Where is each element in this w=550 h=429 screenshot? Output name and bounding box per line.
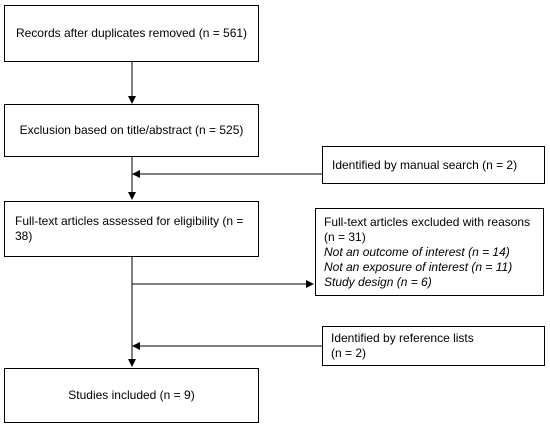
full-text-label: Full-text articles assessed for eligibil… [15, 214, 244, 243]
excluded-reason-exposure: Not an exposure of interest (n = 11) [324, 260, 513, 274]
exclusion-label: Exclusion based on title/abstract (n = 5… [19, 123, 244, 137]
reference-lists-line2: (n = 2) [331, 346, 367, 360]
included-label: Studies included (n = 9) [68, 388, 195, 402]
exclusion-box: Exclusion based on title/abstract (n = 5… [4, 104, 259, 157]
excluded-count: (n = 31) [324, 230, 366, 244]
excluded-box: Full-text articles excluded with reasons… [315, 208, 544, 296]
reference-lists-box: Identified by reference lists (n = 2) [322, 326, 545, 366]
included-box: Studies included (n = 9) [4, 368, 259, 423]
excluded-heading: Full-text articles excluded with reasons [324, 215, 531, 229]
excluded-reason-study-design: Study design (n = 6) [324, 275, 432, 289]
reference-lists-line1: Identified by reference lists [331, 331, 474, 345]
manual-search-box: Identified by manual search (n = 2) [322, 146, 545, 184]
excluded-reason-outcome: Not an outcome of interest (n = 14) [324, 245, 510, 259]
records-box: Records after duplicates removed (n = 56… [4, 5, 259, 62]
manual-search-label: Identified by manual search (n = 2) [332, 157, 518, 172]
full-text-box: Full-text articles assessed for eligibil… [4, 201, 259, 257]
records-label: Records after duplicates removed (n = 56… [15, 26, 248, 40]
